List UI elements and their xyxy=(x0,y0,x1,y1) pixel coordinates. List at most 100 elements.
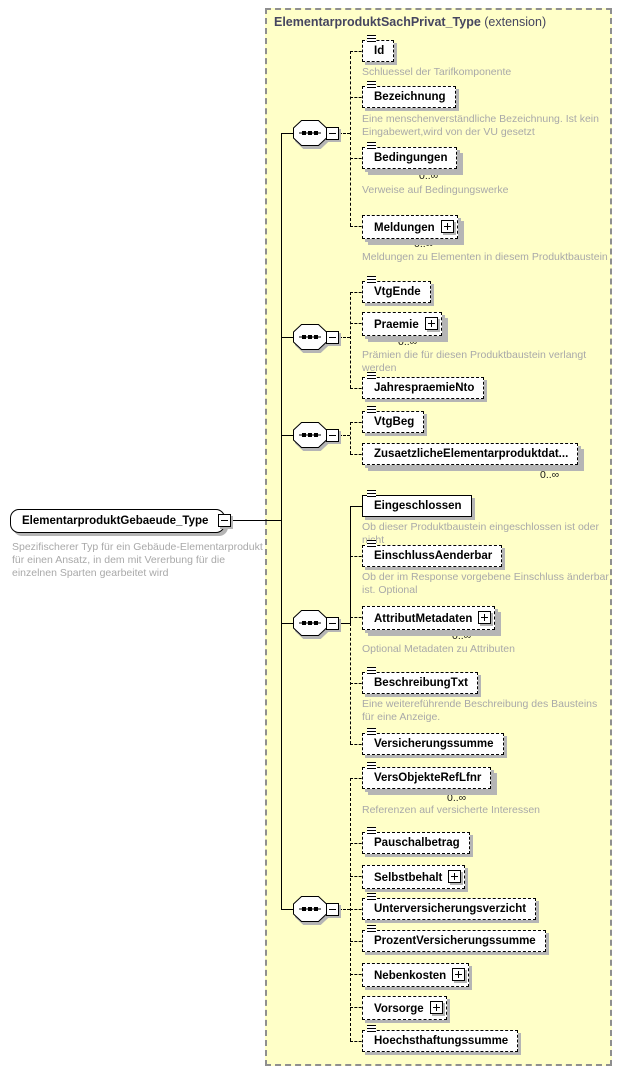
expand-icon[interactable] xyxy=(429,1001,443,1014)
element-box-beschreibungtxt[interactable]: BeschreibungTxt xyxy=(362,667,478,694)
sequence-connector[interactable] xyxy=(293,324,327,350)
sequence-connector[interactable] xyxy=(293,120,327,146)
connector-line xyxy=(281,337,295,338)
element-label: Eingeschlossen xyxy=(374,500,462,512)
connector-line xyxy=(339,623,350,624)
element-box-versobjekterefl[interactable]: VersObjekteRefLfnr xyxy=(362,762,495,792)
connector-line xyxy=(350,51,351,226)
root-element-box[interactable]: ElementarproduktGebaeude_Type xyxy=(10,509,232,533)
element-box-unterversicherungsverzicht[interactable]: Unterversicherungsverzicht xyxy=(362,893,537,920)
sequence-connector[interactable] xyxy=(293,610,327,636)
element-box-vorsorge[interactable]: Vorsorge xyxy=(362,996,447,1020)
element-label: AttributMetadaten xyxy=(374,613,473,625)
element-box-vtgbeg[interactable]: VtgBeg xyxy=(362,406,425,433)
connector-line xyxy=(350,422,351,454)
root-type-label: ElementarproduktGebaeude_Type xyxy=(22,515,209,527)
element-description: Ob dieser Produktbaustein eingeschlossen… xyxy=(362,521,599,546)
root-type-description: Spezifischerer Typ für ein Gebäude-Eleme… xyxy=(12,541,263,579)
element-box-praemie[interactable]: Praemie xyxy=(362,312,445,339)
element-description: Meldungen zu Elementen in diesem Produkt… xyxy=(362,251,608,263)
element-label: ProzentVersicherungssumme xyxy=(374,935,536,947)
connector-line xyxy=(339,435,350,436)
simple-content-icon xyxy=(367,728,376,736)
connector-line xyxy=(350,97,366,98)
connector-line xyxy=(350,506,366,507)
collapse-button[interactable] xyxy=(326,617,339,630)
connector-line xyxy=(350,454,366,455)
collapse-button[interactable] xyxy=(326,429,339,442)
element-label: Bezeichnung xyxy=(374,91,446,103)
element-label: EinschlussAenderbar xyxy=(374,550,493,562)
connector-line xyxy=(281,623,295,624)
connector-line xyxy=(350,323,366,324)
element-box-zusaetzliche-elementarproduktdaten[interactable]: ZusaetzlicheElementarproduktdat... xyxy=(362,443,582,468)
element-description: Verweise auf Bedingungswerke xyxy=(362,184,509,196)
element-box-bezeichnung[interactable]: Bezeichnung xyxy=(362,81,456,108)
connector-line xyxy=(350,158,366,159)
element-label: JahrespraemieNto xyxy=(374,382,475,394)
collapse-button[interactable] xyxy=(326,331,339,344)
connector-line xyxy=(350,388,366,389)
simple-content-icon xyxy=(367,406,376,414)
simple-content-icon xyxy=(367,372,376,380)
connector-line xyxy=(350,941,366,942)
extension-region: ElementarproduktSachPrivat_Type (extensi… xyxy=(265,8,612,1066)
element-label: ZusaetzlicheElementarproduktdat... xyxy=(374,448,569,460)
connector-line xyxy=(350,506,351,623)
element-box-id[interactable]: Id xyxy=(362,35,395,62)
element-label: BeschreibungTxt xyxy=(374,677,468,689)
occurrence-label: 0..∞ xyxy=(447,792,467,804)
connector-line xyxy=(350,617,366,618)
element-description: Prämien die für diesen Produktbaustein v… xyxy=(362,349,587,374)
element-box-nebenkosten[interactable]: Nebenkosten xyxy=(362,963,470,987)
element-box-jahrespraemiento[interactable]: JahrespraemieNto xyxy=(362,372,485,399)
collapse-button[interactable] xyxy=(326,903,339,916)
sequence-connector[interactable] xyxy=(293,422,327,448)
element-box-prozentversicherungssumme[interactable]: ProzentVersicherungssumme xyxy=(362,925,546,952)
connector-line xyxy=(281,435,295,436)
element-box-bedingungen[interactable]: Bedingungen xyxy=(362,142,461,172)
simple-content-icon xyxy=(367,276,376,284)
simple-content-icon xyxy=(367,1025,376,1033)
expand-icon[interactable] xyxy=(448,870,462,883)
element-box-eingeschlossen[interactable]: Eingeschlossen xyxy=(362,490,472,517)
occurrence-label: 0..∞ xyxy=(452,630,472,642)
connector-line xyxy=(350,909,366,910)
simple-content-icon xyxy=(367,490,376,498)
element-description: Referenzen auf versicherte Interessen xyxy=(362,804,541,816)
element-label: Versicherungssumme xyxy=(374,738,494,750)
extension-qualifier: (extension) xyxy=(484,15,547,29)
element-label: Id xyxy=(374,45,385,57)
collapse-button[interactable] xyxy=(218,514,232,527)
connector-line xyxy=(339,133,350,134)
simple-content-icon xyxy=(367,540,376,548)
connector-line xyxy=(350,778,366,779)
element-box-versicherungssumme[interactable]: Versicherungssumme xyxy=(362,728,504,755)
collapse-button[interactable] xyxy=(326,127,339,140)
element-label: VtgEnde xyxy=(374,286,421,298)
expand-icon[interactable] xyxy=(424,317,438,330)
element-box-einschlussaenderbar[interactable]: EinschlussAenderbar xyxy=(362,540,503,567)
element-label: VtgBeg xyxy=(374,416,415,428)
connector-line xyxy=(350,422,366,423)
connector-line xyxy=(350,292,366,293)
occurrence-label: 0..∞ xyxy=(540,469,560,481)
element-label: VersObjekteRefLfnr xyxy=(374,772,482,784)
element-box-pauschalbetrag[interactable]: Pauschalbetrag xyxy=(362,827,470,854)
connector-line xyxy=(350,683,366,684)
expand-icon[interactable] xyxy=(440,220,454,233)
element-box-vtgende[interactable]: VtgEnde xyxy=(362,276,431,303)
element-box-selbstbehalt[interactable]: Selbstbehalt xyxy=(362,865,466,889)
expand-icon[interactable] xyxy=(452,968,466,981)
sequence-connector[interactable] xyxy=(293,896,327,922)
element-label: Bedingungen xyxy=(374,152,448,164)
element-label: Meldungen xyxy=(374,222,435,234)
element-box-hoechsthaftungssumme[interactable]: Hoechsthaftungssumme xyxy=(362,1025,519,1052)
expand-icon[interactable] xyxy=(478,611,492,624)
element-box-meldungen[interactable]: Meldungen xyxy=(362,215,461,242)
region-title: ElementarproduktSachPrivat_Type (extensi… xyxy=(274,15,546,29)
base-type-name: ElementarproduktSachPrivat_Type xyxy=(274,15,481,29)
element-box-attributmetadaten[interactable]: AttributMetadaten xyxy=(362,606,499,633)
connector-line xyxy=(350,1007,366,1008)
element-description: Ob der im Response vorgebene Einschluss … xyxy=(362,571,609,596)
